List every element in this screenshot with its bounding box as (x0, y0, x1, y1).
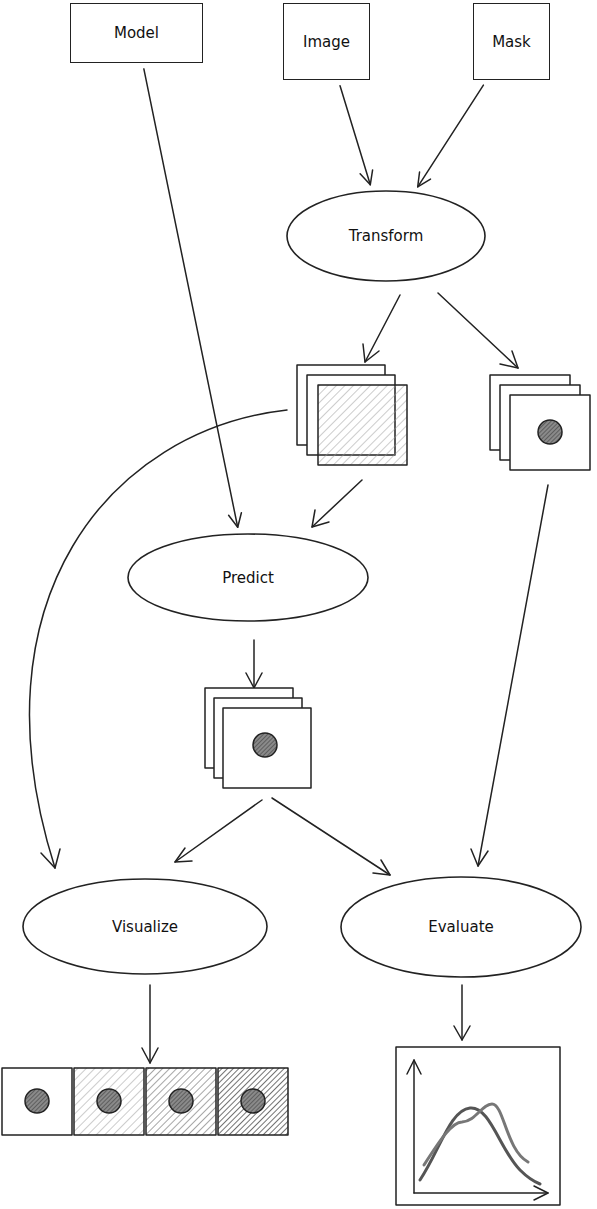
node-label: Predict (222, 569, 274, 587)
connector-line (144, 69, 238, 527)
flow-arrow (29, 410, 287, 868)
process-ellipse: Visualize (22, 878, 268, 975)
arrow-head (41, 849, 60, 868)
node-label: Image (303, 33, 350, 51)
flow-arrow (418, 85, 484, 187)
flow-arrow (478, 485, 548, 866)
input-box: Mask (473, 3, 550, 80)
flow-arrow (175, 800, 262, 862)
arrow-head (142, 1048, 158, 1063)
prediction-stack (205, 688, 311, 788)
flow-arrow (312, 480, 362, 527)
input-box: Model (70, 3, 203, 63)
connector-line (418, 85, 484, 187)
arrow-head (471, 849, 488, 866)
flow-arrow (340, 86, 373, 185)
metric-chart (396, 1047, 560, 1205)
arrow-head (418, 172, 431, 187)
flow-arrow (365, 295, 400, 362)
node-label: Mask (492, 33, 531, 51)
flow-arrow (438, 293, 518, 368)
arrow-head (373, 860, 390, 875)
flow-arrow (461, 985, 463, 1040)
arrow-head (363, 344, 379, 362)
arrow-head (246, 673, 262, 688)
input-box: Image (283, 3, 370, 80)
node-label: Evaluate (428, 918, 494, 936)
flow-arrow (149, 985, 151, 1063)
node-label: Model (114, 24, 159, 42)
arrow-head (500, 351, 518, 368)
process-ellipse: Transform (286, 190, 486, 282)
process-ellipse: Evaluate (340, 876, 582, 978)
flow-arrow (272, 798, 390, 875)
node-label: Transform (349, 227, 424, 245)
arrow-head (312, 510, 329, 527)
arrow-head (175, 848, 192, 862)
image-stack (297, 365, 407, 465)
mask-stack (490, 375, 590, 470)
node-label: Visualize (112, 918, 178, 936)
arrow-head (229, 513, 242, 528)
arrow-head (360, 170, 372, 185)
overlay-strip (2, 1068, 288, 1135)
arrow-head (454, 1026, 470, 1040)
connector-line (340, 86, 370, 185)
flow-arrow (144, 69, 242, 527)
process-ellipse: Predict (127, 533, 369, 622)
flow-arrow (253, 640, 255, 688)
